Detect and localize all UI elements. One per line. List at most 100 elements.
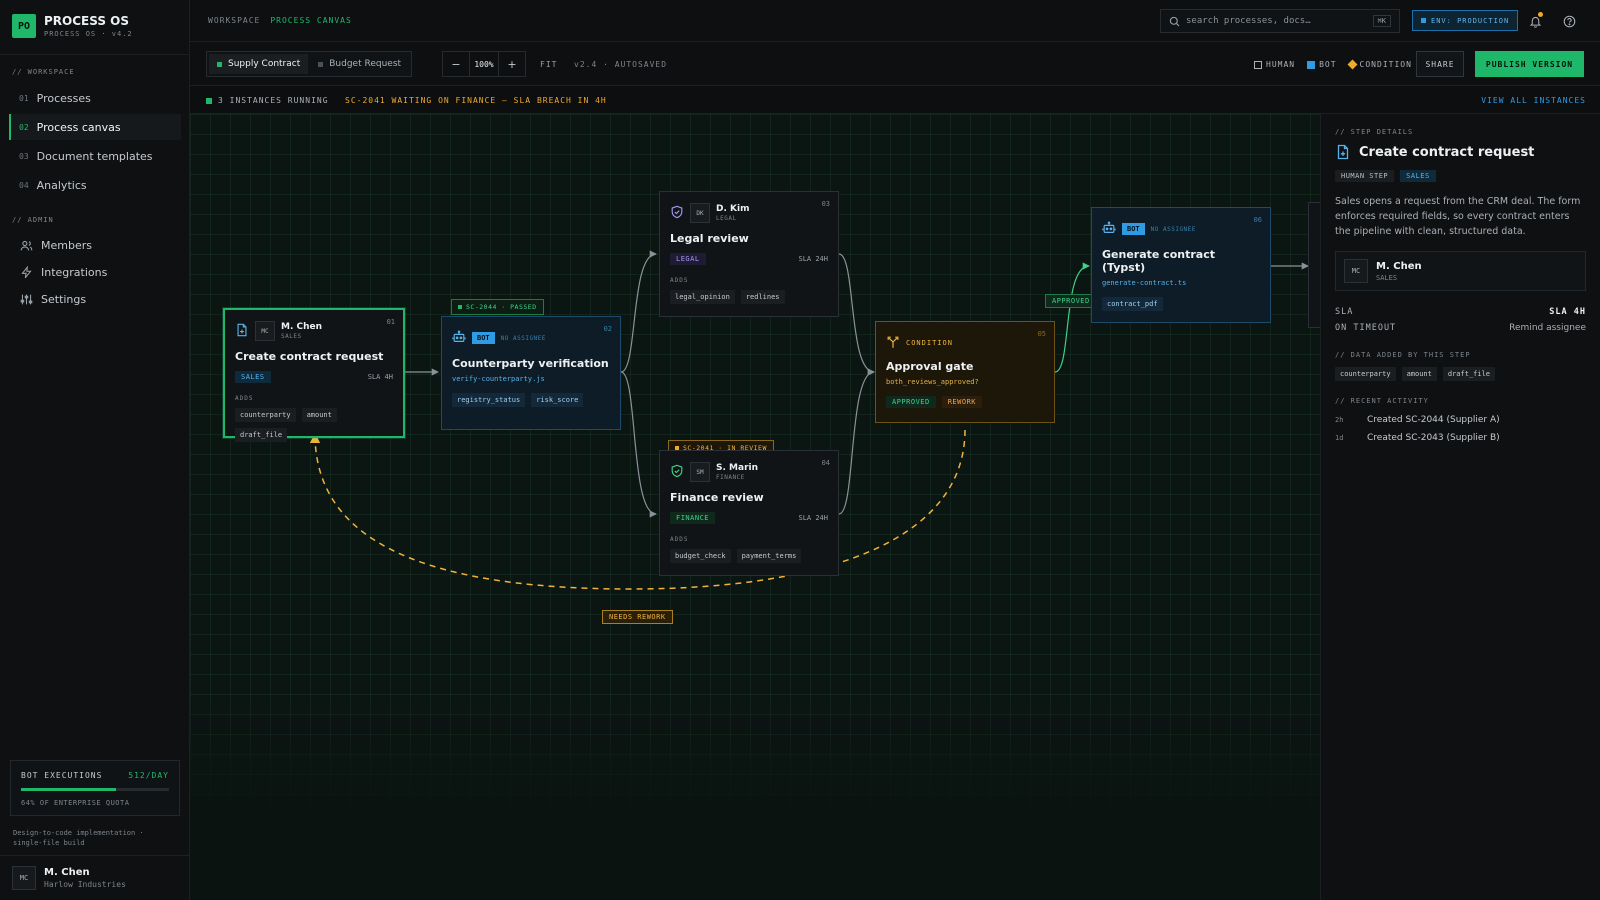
assignee-name: M. Chen (281, 322, 323, 332)
legend-label: BOT (1319, 60, 1337, 69)
bot-script: generate-contract.ts (1102, 279, 1187, 287)
edge-finance-gate (838, 368, 875, 515)
quota-progress-bar (21, 788, 169, 791)
data-field: draft_file (1442, 367, 1496, 381)
sidebar-item-processes[interactable]: 01 Processes (9, 85, 181, 111)
instance-label: SC-2044 · PASSED (466, 303, 537, 311)
assignee-status: NO ASSIGNEE (500, 334, 546, 342)
data-field: risk_score (531, 393, 584, 407)
node-number: 03 (821, 200, 830, 208)
brand-name: PROCESS OS (44, 14, 130, 28)
sidebar-item-settings[interactable]: Settings (9, 286, 181, 312)
node-create-contract-request[interactable]: 01 MC M. Chen SALES Create contract requ… (223, 308, 405, 442)
shield-check-icon (670, 204, 684, 223)
sidebar-item-analytics[interactable]: 04 Analytics (9, 172, 181, 198)
department-tag: SALES (1400, 170, 1436, 182)
publish-version-button[interactable]: PUBLISH VERSION (1475, 51, 1584, 77)
sidebar-item-members[interactable]: Members (9, 232, 181, 258)
data-field: legal_opinion (670, 290, 735, 304)
activity-item[interactable]: 2h Created SC-2044 (Supplier A) (1335, 415, 1586, 425)
human-swatch (1254, 60, 1262, 69)
activity-time: 1d (1335, 434, 1344, 442)
panel-title-row: Create contract request (1335, 144, 1586, 160)
sidebar: PO PROCESS OS PROCESS OS · v4.2 // WORKS… (0, 0, 190, 900)
edge-label-approved: APPROVED (1045, 294, 1097, 308)
help-icon[interactable] (1560, 12, 1578, 30)
edge-verify-finance (620, 371, 657, 518)
sidebar-item-label: Document templates (36, 149, 153, 163)
sidebar-item-process-canvas[interactable]: 02 Process canvas (9, 114, 181, 140)
outcome-approved: APPROVED (886, 396, 936, 408)
environment-badge[interactable]: ENV: PRODUCTION (1412, 10, 1519, 31)
document-plus-icon (1335, 144, 1351, 160)
data-field: amount (301, 408, 337, 422)
node-title: Counterparty verification (452, 357, 609, 370)
sidebar-item-document-templates[interactable]: 03 Document templates (9, 143, 181, 169)
bot-badge: BOT (1122, 223, 1145, 235)
tab-supply-contract[interactable]: Supply Contract (209, 54, 309, 74)
fit-button[interactable]: FIT (540, 60, 558, 69)
brand[interactable]: PO PROCESS OS PROCESS OS · v4.2 (12, 14, 133, 38)
view-all-instances-link[interactable]: VIEW ALL INSTANCES (1481, 96, 1586, 105)
instance-badge-passed[interactable]: SC-2044 · PASSED (451, 299, 544, 315)
node-title: Approval gate (886, 360, 974, 373)
condition-label: CONDITION (906, 339, 953, 347)
node-next-partial[interactable] (1308, 202, 1320, 328)
search-box[interactable]: ⌘K (1160, 9, 1400, 33)
node-generate-contract[interactable]: 06 BOT NO ASSIGNEE Generate contract (Ty… (1091, 207, 1271, 323)
tab-budget-request[interactable]: Budget Request (310, 54, 409, 74)
data-section-label: // DATA ADDED BY THIS STEP (1335, 351, 1471, 359)
owner-name: M. Chen (1376, 260, 1422, 272)
quota-note: 64% OF ENTERPRISE QUOTA (21, 799, 130, 807)
timeout-key: ON TIMEOUT (1335, 323, 1397, 333)
adds-label: ADDS (235, 395, 254, 402)
instance-status-bar: 3 INSTANCES RUNNING SC-2041 WAITING ON F… (190, 86, 1600, 114)
timeout-value[interactable]: Remind assignee (1509, 323, 1586, 333)
node-legal-review[interactable]: 03 DK D. Kim LEGAL Legal review LEGAL SL… (659, 191, 839, 317)
zoom-level: 100% (469, 52, 499, 76)
node-counterparty-verification[interactable]: 02 BOT NO ASSIGNEE Counterparty verifica… (441, 316, 621, 430)
activity-time: 2h (1335, 416, 1344, 424)
node-finance-review[interactable]: 04 SM S. Marin FINANCE Finance review FI… (659, 450, 839, 576)
step-owner[interactable]: MC M. Chen SALES (1335, 251, 1586, 291)
tab-indicator (318, 61, 324, 67)
assignee-dept: SALES (281, 333, 302, 340)
breadcrumb-workspace[interactable]: WORKSPACE (208, 16, 261, 25)
condition-swatch (1347, 59, 1357, 70)
node-legend: HUMAN BOT CONDITION (1254, 59, 1412, 70)
sla-label: SLA 24H (798, 514, 828, 522)
sidebar-divider (0, 54, 190, 55)
brand-version: PROCESS OS · v4.2 (44, 30, 133, 38)
quota-value: 512/DAY (128, 771, 169, 780)
canvas-toolbar: Supply Contract Budget Request − 100% + … (190, 42, 1600, 86)
sidebar-item-label: Processes (36, 91, 91, 105)
robot-icon (452, 329, 466, 348)
step-type-tag: HUMAN STEP (1335, 170, 1395, 182)
node-number: 01 (386, 318, 395, 326)
bell-icon[interactable] (1526, 12, 1544, 30)
legend-bot: BOT (1307, 60, 1336, 69)
legend-condition: CONDITION (1347, 59, 1412, 70)
avatar: DK (690, 203, 710, 223)
activity-section-label: // RECENT ACTIVITY (1335, 397, 1429, 405)
quota-label: BOT EXECUTIONS (21, 771, 103, 780)
sidebar-item-integrations[interactable]: Integrations (9, 259, 181, 285)
node-number: 02 (603, 325, 612, 333)
activity-item[interactable]: 1d Created SC-2043 (Supplier B) (1335, 433, 1586, 443)
legend-human: HUMAN (1254, 60, 1295, 69)
breadcrumb-current: PROCESS CANVAS (270, 16, 352, 25)
condition-expression: both_reviews_approved? (886, 378, 979, 386)
search-input[interactable] (1186, 16, 1367, 26)
build-note: Design-to-code implementation · single-f… (13, 829, 144, 847)
zoom-out-button[interactable]: − (451, 57, 461, 71)
sidebar-divider (0, 855, 190, 856)
node-approval-gate[interactable]: 05 CONDITION Approval gate both_reviews_… (875, 321, 1055, 423)
share-button[interactable]: SHARE (1416, 51, 1464, 77)
zoom-in-button[interactable]: + (507, 57, 517, 71)
quota-progress-fill (21, 788, 116, 791)
nav-number: 03 (19, 151, 29, 161)
node-title: Generate contract (Typst) (1102, 248, 1215, 274)
current-user[interactable]: MC M. Chen Harlow Industries (12, 866, 126, 890)
panel-section-label: // STEP DETAILS (1335, 128, 1414, 136)
process-canvas[interactable]: 01 MC M. Chen SALES Create contract requ… (190, 114, 1320, 900)
